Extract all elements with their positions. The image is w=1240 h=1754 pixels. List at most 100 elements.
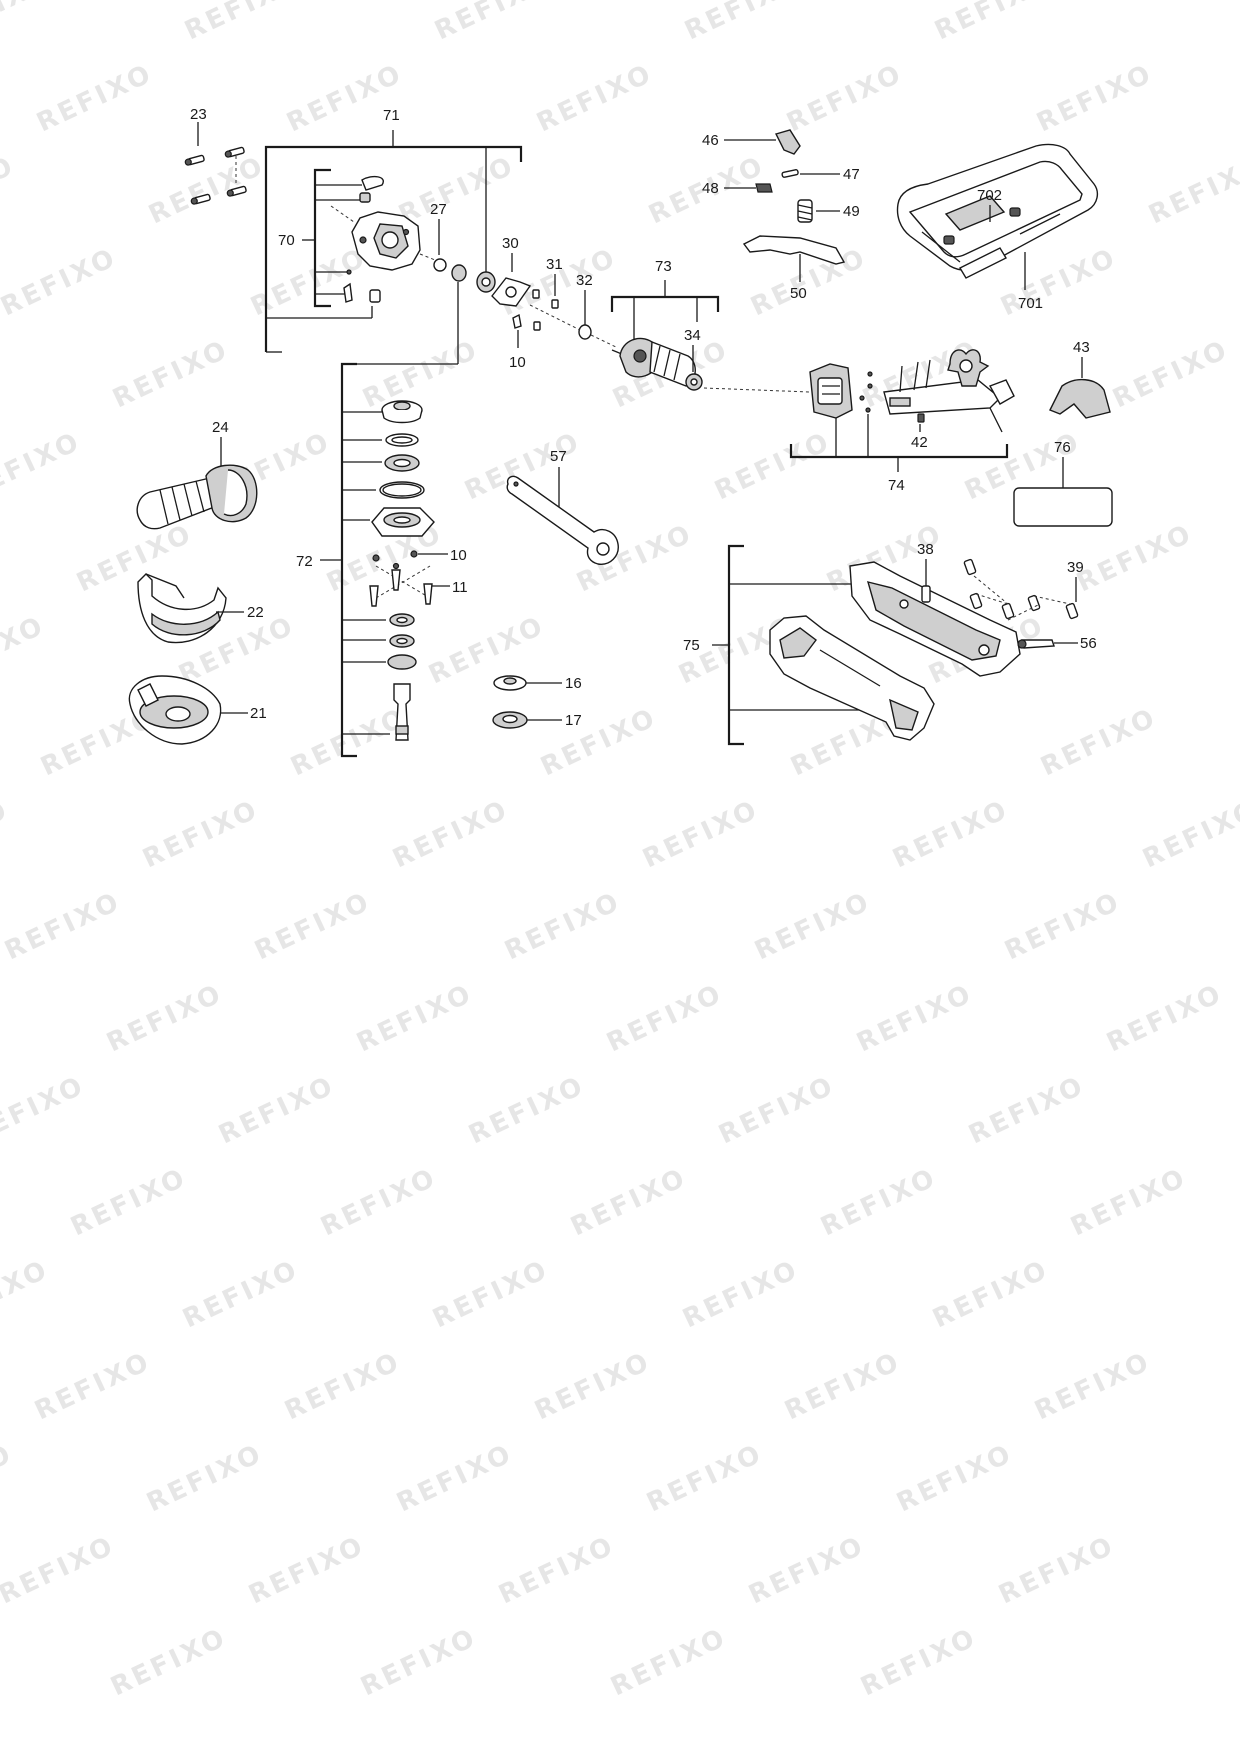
watermark-text: REFIXO [316,1163,441,1243]
watermark-text: REFIXO [0,1071,90,1151]
watermark-text: REFIXO [430,0,555,46]
label-31: 31 [546,256,563,273]
label-76: 76 [1054,439,1071,456]
label-32: 32 [576,272,593,289]
label-30: 30 [502,235,519,252]
watermark-text: REFIXO [424,611,549,691]
watermark-text: REFIXO [214,1071,339,1151]
watermark-text: REFIXO [494,1531,619,1611]
watermark-text: REFIXO [536,703,661,783]
part-70-gear-housing [330,175,441,303]
watermark-text: REFIXO [0,1439,18,1519]
part-47-pin [781,169,799,178]
watermark-text: REFIXO [138,795,263,875]
watermark-text: REFIXO [0,1255,54,1335]
part-56-screw [1021,639,1055,649]
label-47: 47 [843,166,860,183]
label-56: 56 [1080,635,1097,652]
part-10-screw [512,313,522,329]
part-32-bearing [578,324,592,340]
label-43: 43 [1073,339,1090,356]
watermark-text: REFIXO [352,979,477,1059]
watermark-text: REFIXO [0,795,14,875]
bracket-71 [264,130,523,353]
part-27-bearing [433,258,447,272]
label-34: 34 [684,327,701,344]
part-72-link-bearing [451,264,467,282]
watermark-text: REFIXO [388,795,513,875]
watermark-text: REFIXO [750,887,875,967]
watermark-text: REFIXO [642,1439,767,1519]
watermark-text: REFIXO [1000,887,1125,967]
label-21: 21 [250,705,267,722]
part-49-spring [797,199,813,223]
watermark-text: REFIXO [602,979,727,1059]
label-17: 17 [565,712,582,729]
part-23-screws [184,122,247,205]
part-48-spring [755,183,773,193]
watermark-text: REFIXO [394,151,519,231]
watermark-text: REFIXO [108,335,233,415]
watermark-text: REFIXO [280,1347,405,1427]
label-27: 27 [430,201,447,218]
part-57-spanner-wrench [506,475,619,565]
label-38: 38 [917,541,934,558]
watermark-text: REFIXO [930,0,1055,46]
label-49: 49 [843,203,860,220]
label-11: 11 [452,579,468,596]
watermark-text: REFIXO [180,0,305,46]
watermark-text: REFIXO [0,151,20,231]
bracket-74 [789,414,1009,472]
watermark-text: REFIXO [282,59,407,139]
watermark-text: REFIXO [102,979,227,1059]
part-74-electronics [809,349,1015,433]
watermark-text: REFIXO [144,151,269,231]
label-10-top: 10 [509,354,526,371]
watermark-text: REFIXO [852,979,977,1059]
label-23: 23 [190,106,207,123]
label-73: 73 [655,258,672,275]
watermark-text: REFIXO [244,1531,369,1611]
watermark-text: REFIXO [1066,1163,1191,1243]
part-50-switch-lever [742,235,846,265]
part-22-guard [137,573,227,644]
label-702: 702 [977,187,1002,204]
watermark-text: REFIXO [1144,151,1240,231]
bracket-75 [712,544,876,746]
watermark-text: REFIXO [66,1163,191,1243]
part-43-cover [1049,379,1111,419]
watermark-text: REFIXO [780,1347,905,1427]
watermark-text: REFIXO [30,1347,155,1427]
label-24: 24 [212,419,229,436]
part-75-motor-housing-halves [769,561,1021,741]
label-57: 57 [550,448,567,465]
watermark-text: REFIXO [0,1531,120,1611]
watermark-text: REFIXO [892,1439,1017,1519]
watermark-text: REFIXO [566,1163,691,1243]
part-21-guard [128,675,222,745]
watermark-text: REFIXO [888,795,1013,875]
label-70: 70 [278,232,295,249]
watermark-text: REFIXO [500,887,625,967]
watermark-text: REFIXO [0,427,86,507]
watermark-text: REFIXO [106,1623,231,1703]
watermark-text: REFIXO [1030,1347,1155,1427]
label-75: 75 [683,637,700,654]
label-16: 16 [565,675,582,692]
watermark-text: REFIXO [0,887,125,967]
bracket-72 [320,282,459,758]
bracket-70 [266,168,373,319]
watermark-text: REFIXO [428,1255,553,1335]
part-701-carry-case [896,143,1099,279]
watermark-text: REFIXO [1032,59,1157,139]
watermark-text: REFIXO [1072,519,1197,599]
watermark-text: REFIXO [464,1071,589,1151]
watermark-text: REFIXO [532,59,657,139]
watermark-text: REFIXO [72,519,197,599]
label-10-spindle: 10 [450,547,467,564]
watermark-text: REFIXO [32,59,157,139]
watermark-text: REFIXO [680,0,805,46]
watermark-text: REFIXO [678,1255,803,1335]
